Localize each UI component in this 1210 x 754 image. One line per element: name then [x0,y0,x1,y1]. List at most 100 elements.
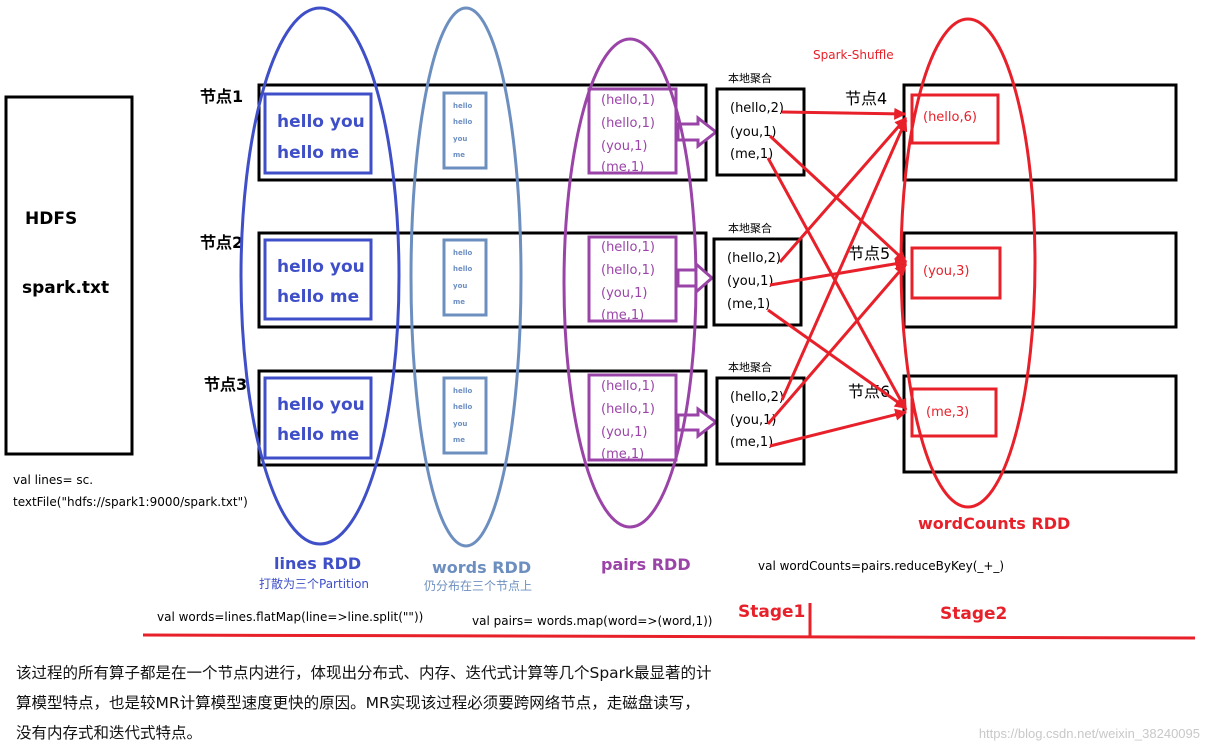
code-words: val words=lines.flatMap(line=>line.split… [157,610,423,624]
pairs-partition-3 [587,373,678,462]
lines-item: hello you [277,257,365,277]
shuffle-arrow [769,408,908,448]
node3-label: 节点3 [204,375,247,394]
stage1-label: Stage1 [738,602,805,622]
words-item: you [453,420,467,428]
pairs-item: (hello,1) [601,240,655,255]
words-rdd-label: words RDD [432,558,531,577]
words-item: hello [453,403,473,411]
wordcounts-rdd-label: wordCounts RDD [918,514,1070,533]
local-item: (hello,2) [730,101,784,116]
node4-label: 节点4 [845,89,887,108]
words-rdd-ellipse [409,6,523,548]
lines-item: hello you [277,395,365,415]
local-item: (you,1) [730,125,776,140]
pairs-partitions: (hello,1) (hello,1) (you,1) (me,1) (hell… [587,87,678,462]
words-item: hello [453,118,473,126]
pairs-rdd-label: pairs RDD [601,555,691,574]
result-item: (you,3) [923,264,969,279]
pairs-rdd-ellipse [562,37,698,529]
shuffle-label: Spark-Shuffle [813,48,894,62]
lines-item: hello me [277,143,359,163]
lines-rdd-ellipse [239,6,401,546]
node2-label: 节点2 [200,233,243,252]
local-agg-label: 本地聚合 [728,221,772,235]
result-item: (hello,6) [923,110,977,125]
shuffle-arrow [767,308,907,410]
result-box-1 [910,93,1000,145]
lines-partition-3 [263,376,373,460]
words-partition-2 [442,238,488,317]
shuffle-arrows [766,107,908,448]
shuffle-arrow [780,118,908,401]
local-agg-box-3 [715,376,806,466]
caption-line: 算模型特点，也是较MR计算模型速度更快的原因。MR实现该过程必须要跨网络节点，走… [16,694,700,712]
node1-label: 节点1 [200,87,243,106]
shuffle-arrow [766,263,908,425]
code-pairs: val pairs= words.map(word=>(word,1)) [472,614,712,628]
pairs-item: (you,1) [601,139,647,154]
pairs-item: (hello,1) [601,379,655,394]
local-agg-label: 本地聚合 [728,71,772,85]
words-item: me [453,436,465,444]
caption-line: 没有内存式和迭代式特点。 [16,724,203,742]
lines-item: hello me [277,425,359,445]
hdfs-file: spark.txt [22,278,109,298]
node5-box [902,231,1178,329]
local-item: (hello,2) [730,390,784,405]
words-item: hello [453,387,473,395]
code-reduce: val wordCounts=pairs.reduceByKey(_+_) [758,559,1004,573]
local-agg-box-1 [715,87,806,177]
result-item: (me,3) [926,405,969,420]
words-item: hello [453,102,473,110]
local-item: (you,1) [730,413,776,428]
result-box-3 [910,387,998,438]
shuffle-arrow [781,107,907,120]
words-item: you [453,135,467,143]
caption-line: 该过程的所有算子都是在一个节点内进行，体现出分布式、内存、迭代式计算等几个Spa… [16,664,712,682]
pairs-item: (hello,1) [601,263,655,278]
shuffle-arrow [778,117,908,263]
lines-partitions: hello you hello me hello you hello me he… [263,92,373,460]
hdfs-box [4,95,134,456]
shuffle-arrow [768,134,908,264]
node4-box [902,83,1178,182]
pairs-item: (me,1) [601,160,644,175]
shuffle-arrow [766,157,908,412]
pairs-item: (hello,1) [601,93,655,108]
words-partition-1 [442,91,488,170]
pairs-item: (you,1) [601,425,647,440]
wordcounts-rdd-ellipse [899,17,1037,509]
lines-partition-1 [263,92,373,175]
lines-item: hello me [277,287,359,307]
local-item: (hello,2) [727,251,781,266]
block-arrow-icon [676,114,719,150]
code-lines-1: val lines= sc. [13,473,93,487]
words-partitions: hello hello you me hello hello you me he… [442,91,488,455]
local-item: (me,1) [727,297,770,312]
lines-rdd-label: lines RDD [274,554,361,573]
local-item: (me,1) [730,147,773,162]
local-agg-label: 本地聚合 [728,360,772,374]
pairs-item: (hello,1) [601,116,655,131]
local-item: (you,1) [727,274,773,289]
node6-label: 节点6 [848,382,890,401]
words-item: me [453,151,465,159]
pairs-item: (you,1) [601,286,647,301]
words-item: me [453,298,465,306]
lines-item: hello you [277,112,365,132]
words-rdd-sublabel: 仍分布在三个节点上 [424,579,532,593]
words-item: you [453,282,467,290]
words-item: hello [453,265,473,273]
pairs-partition-2 [587,235,678,323]
watermark: https://blog.csdn.net/weixin_38240095 [978,726,1200,741]
words-item: hello [453,249,473,257]
stage-baseline [142,633,1196,640]
hdfs-title: HDFS [25,209,77,229]
lines-rdd-sublabel: 打散为三个Partition [259,576,369,591]
words-partition-3 [442,376,488,455]
result-box-2 [910,246,1002,300]
lines-partition-2 [263,238,373,321]
stage2-label: Stage2 [940,604,1007,624]
